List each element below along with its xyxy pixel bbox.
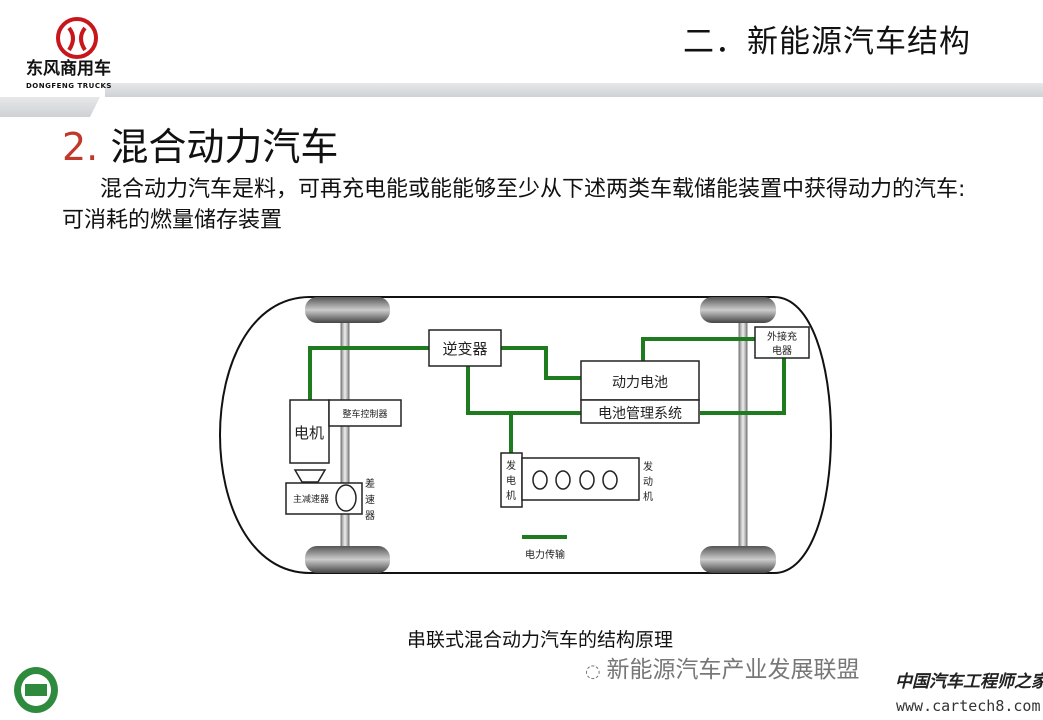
charger-label-2: 电器 — [772, 344, 792, 357]
battery-label: 动力电池 — [612, 375, 668, 391]
dongfeng-logo — [55, 16, 99, 64]
engine-label-2: 动 — [643, 476, 653, 488]
csae-emblem-icon — [14, 667, 58, 713]
header-band-left — [0, 97, 100, 117]
power-line-inverter-battery — [501, 346, 581, 380]
diff-label-1: 差 — [365, 477, 375, 490]
body-paragraph: 混合动力汽车是料，可再充电能或能能够至少从下述两类车载储能装置中获得动力的汽车:… — [62, 177, 966, 233]
car-body-outline — [219, 296, 832, 574]
wechat-account-name: 新能源汽车产业发展联盟 — [606, 657, 860, 683]
charger-label-1: 外接充 — [767, 330, 797, 343]
section-number: 2. — [62, 125, 99, 169]
power-line-inverter-bms — [466, 366, 581, 415]
charger-box — [754, 326, 810, 359]
section-title: 混合动力汽车 — [110, 125, 339, 169]
inverter-label: 逆变器 — [442, 340, 487, 358]
generator-label-1: 发 — [506, 459, 516, 472]
site-name-watermark: 中国汽车工程师之家 — [895, 672, 1043, 692]
dongfeng-emblem-icon — [56, 17, 98, 59]
power-line-bms-charger — [700, 358, 786, 415]
front-axle — [340, 317, 350, 551]
differential-icon — [335, 484, 357, 512]
wheel-front-left — [305, 297, 390, 323]
wheel-rear-right — [700, 546, 776, 573]
site-url-watermark: www.cartech8.com — [896, 697, 1041, 715]
logo-en: DONGFENG TRUCKS — [26, 82, 112, 90]
motor-coupling — [293, 469, 327, 483]
slide-title: 二．新能源汽车结构 — [683, 24, 971, 60]
section-heading: 2. 混合动力汽车 — [62, 116, 338, 171]
wechat-icon: ◌ — [585, 661, 607, 682]
cylinder-icon — [532, 470, 548, 490]
final-drive-label: 主减速器 — [293, 493, 329, 505]
rear-axle — [738, 317, 748, 551]
motor-box — [289, 399, 330, 464]
bms-box — [580, 399, 700, 424]
legend-label: 电力传输 — [525, 548, 565, 561]
battery-box — [580, 360, 700, 401]
wechat-watermark: ◌ 新能源汽车产业发展联盟 — [585, 656, 859, 686]
csae-emblem — [12, 665, 60, 719]
logo-cn: 东风商用车 — [26, 59, 111, 79]
power-line-motor-inverter — [308, 346, 429, 400]
generator-label-2: 电 — [506, 474, 516, 487]
figure-caption: 串联式混合动力汽车的结构原理 — [406, 629, 673, 651]
motor-label: 电机 — [294, 424, 324, 442]
vcu-box — [328, 399, 402, 427]
engine-label-1: 发 — [643, 460, 653, 473]
wheel-rear-left — [700, 297, 776, 323]
bms-label: 电池管理系统 — [598, 406, 682, 422]
power-line-battery-charger — [641, 337, 755, 361]
cylinder-icon — [602, 470, 618, 490]
generator-label-3: 机 — [506, 489, 516, 502]
vcu-label: 整车控制器 — [342, 408, 387, 420]
power-lines — [308, 337, 786, 539]
diff-label-3: 器 — [365, 510, 375, 522]
engine-label-3: 机 — [643, 490, 653, 503]
cylinder-icon — [555, 470, 571, 490]
inverter-box — [428, 329, 502, 367]
header-band — [105, 83, 1043, 97]
wheel-front-right — [305, 546, 390, 573]
diff-label-2: 速 — [365, 494, 375, 506]
cylinder-icon — [579, 470, 595, 490]
